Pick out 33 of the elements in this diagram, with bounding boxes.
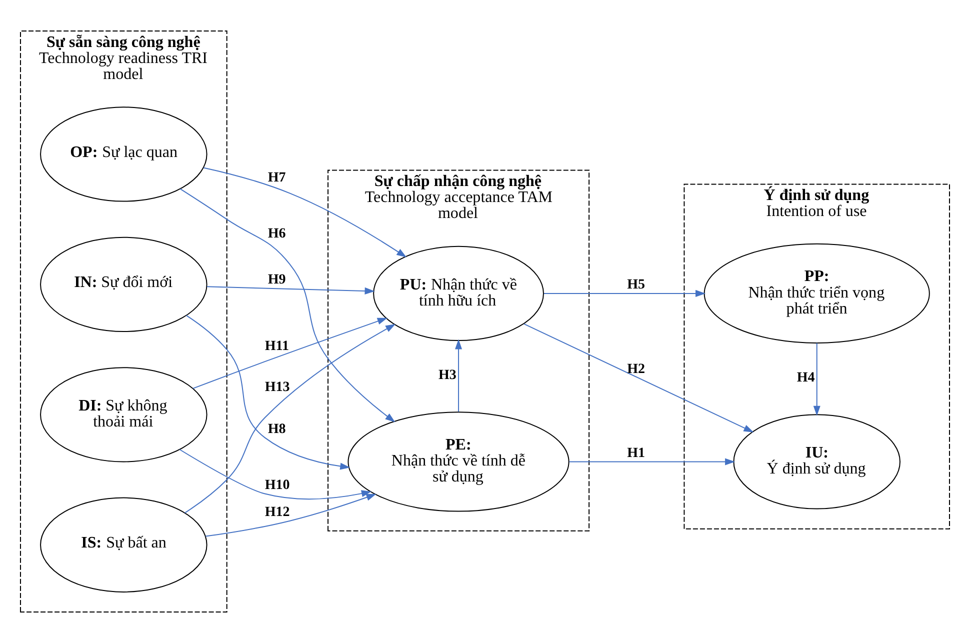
arrow [543, 289, 706, 296]
arrow [205, 493, 376, 536]
edge-label: H10 [264, 477, 290, 492]
node-ellipse: IS: Sự bất an [40, 496, 208, 592]
node-ellipse: IN: Sự đổi mới [40, 236, 208, 332]
edge-label: H11 [264, 338, 290, 354]
edge-label: H3 [438, 368, 456, 383]
arrow [184, 323, 396, 513]
edge-label: H4 [796, 370, 815, 386]
edge-label: H2 [627, 361, 646, 376]
arrow [568, 458, 736, 465]
node-ellipse: OP: Sự lạc quan [40, 106, 208, 202]
arrow [179, 448, 372, 500]
arrow [455, 338, 462, 412]
edge-label: H1 [627, 445, 646, 460]
node-ellipse: IU: Ý định sử dụng [733, 414, 900, 509]
arrow [206, 286, 375, 294]
arrow [192, 317, 388, 388]
edge-label: H12 [264, 504, 290, 520]
edge-label: H7 [268, 170, 286, 185]
arrow [186, 314, 350, 470]
edge-label: H9 [268, 272, 286, 288]
node-ellipse: PP: Nhận thức triển vọng phát triển [704, 242, 930, 344]
arrow [524, 322, 754, 432]
edge-label: H13 [264, 379, 290, 394]
node-ellipse: DI: Sự không thoải mái [40, 366, 208, 462]
arrow [180, 188, 396, 422]
arrow [203, 166, 407, 257]
node-ellipse: PU: Nhận thức về tính hữu ích [373, 245, 544, 341]
arrow [813, 342, 820, 416]
edge-label: H5 [627, 277, 646, 292]
edge-label: H8 [268, 421, 286, 436]
edge-label: H6 [268, 226, 286, 242]
